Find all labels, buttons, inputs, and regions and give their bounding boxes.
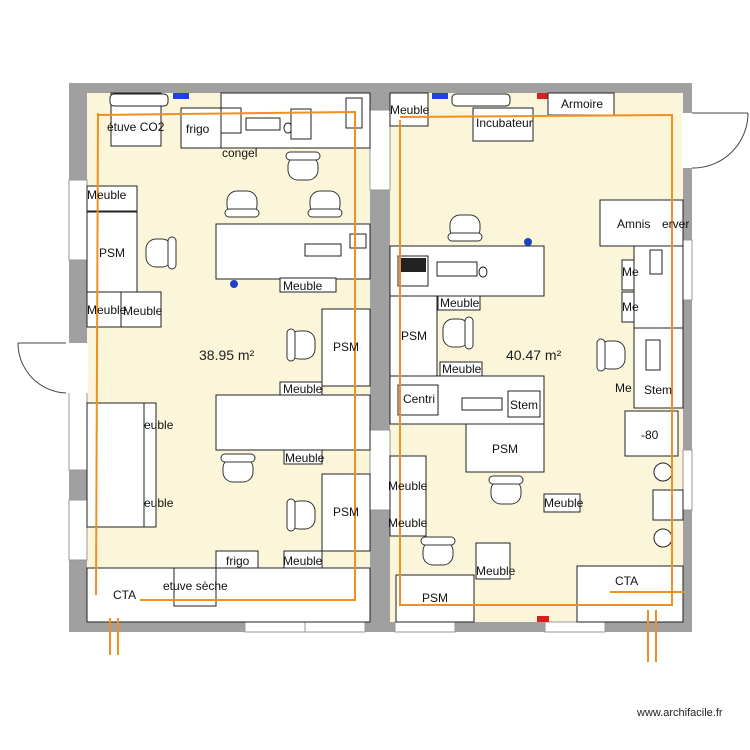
room-area-right: 40.47 m²: [506, 347, 562, 363]
meuble-label: Meuble: [388, 516, 428, 530]
blue-dot: [230, 280, 238, 288]
meuble-label: Meuble: [283, 554, 323, 568]
meuble-label: euble: [144, 418, 174, 432]
psm-label: PSM: [492, 442, 518, 456]
psm-label: PSM: [99, 246, 125, 260]
window-right-1: [682, 239, 693, 301]
window-left-3: [68, 499, 88, 561]
stem-label: Stem: [644, 383, 672, 397]
door-right: [682, 112, 749, 169]
window-left-2: [68, 389, 88, 471]
window-right-2: [682, 449, 693, 511]
incubateur-label: Incubateur: [476, 116, 533, 130]
blue-marker: [173, 93, 189, 99]
chairs: [145, 151, 626, 566]
stem-label: Stem: [510, 398, 538, 412]
meuble-label: Meuble: [123, 304, 163, 318]
psm-label: PSM: [333, 505, 359, 519]
ventilation-ducts: [95, 110, 684, 662]
me-label: Me: [622, 265, 639, 279]
blue-marker: [432, 93, 448, 99]
meuble-label: Meuble: [87, 188, 127, 202]
meuble-label: Meuble: [440, 296, 480, 310]
psm-label: PSM: [333, 340, 359, 354]
meuble-label: euble: [144, 496, 174, 510]
red-marker: [537, 616, 549, 622]
window-bottom-4: [544, 621, 606, 633]
cta-label: CTA: [113, 588, 136, 602]
meuble-label: Meuble: [283, 279, 323, 293]
window-mid-1: [369, 109, 391, 191]
meuble-label: Meuble: [442, 362, 482, 376]
me-label: Me: [622, 300, 639, 314]
frigo-top-label: frigo: [186, 122, 210, 136]
window-bottom-1: [244, 621, 306, 633]
cta-label: CTA: [615, 574, 638, 588]
me-label: Me: [615, 381, 632, 395]
door-left: [17, 342, 88, 394]
meuble-label: Meuble: [544, 496, 584, 510]
window-left-1: [68, 179, 88, 261]
meuble-label: Meuble: [476, 564, 516, 578]
minus80-label: -80: [641, 428, 659, 442]
etuve-seche-label: etuve sèche: [163, 579, 228, 593]
watermark: www.archifacile.fr: [636, 707, 723, 719]
armoire-label: Armoire: [561, 97, 603, 111]
wall-right: [683, 83, 692, 632]
server-label: erver: [662, 217, 689, 231]
meuble-label: Meuble: [388, 479, 428, 493]
meuble-label: Meuble: [283, 382, 323, 396]
psm-label: PSM: [401, 329, 427, 343]
congel-label: congel: [222, 146, 257, 160]
meuble-label: Meuble: [390, 103, 430, 117]
etuve-co2-label: étuve CO2: [107, 120, 165, 134]
centri-label: Centri: [403, 392, 435, 406]
frigo-bottom-label: frigo: [226, 554, 250, 568]
amnis-label: Amnis: [617, 217, 650, 231]
blue-dot: [524, 238, 532, 246]
window-mid-2: [369, 429, 391, 511]
meuble-label: Meuble: [285, 451, 325, 465]
red-marker: [537, 93, 549, 99]
meuble-label: Meuble: [87, 303, 127, 317]
right-furniture: [389, 92, 684, 623]
labels: étuve CO2 frigo congel Meuble PSM Meuble…: [87, 97, 689, 605]
room-area-left: 38.95 m²: [199, 347, 255, 363]
window-bottom-3: [394, 621, 456, 633]
psm-label: PSM: [422, 591, 448, 605]
window-bottom-2: [304, 621, 366, 633]
